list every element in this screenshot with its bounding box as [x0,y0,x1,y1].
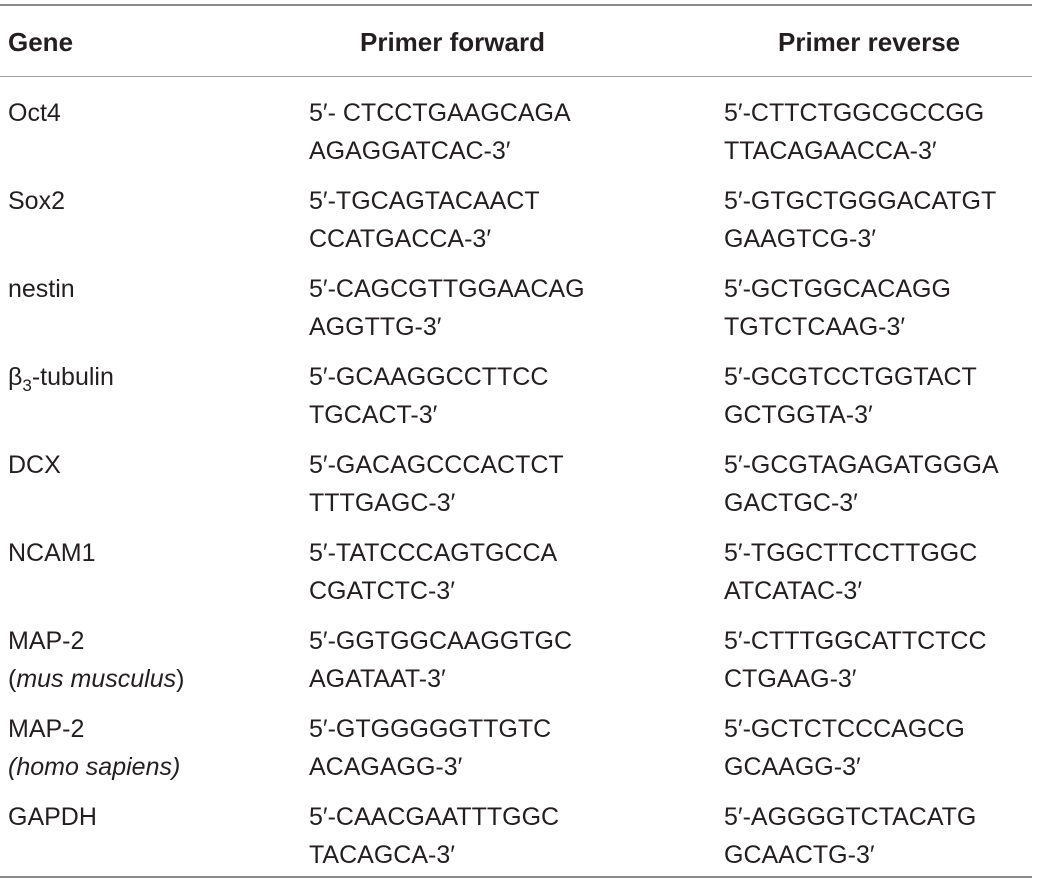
primer-reverse-cell: 5′-GCGTCCTGGTACT GCTGGTA-3′ [724,358,977,434]
primer-reverse-cell: 5′-CTTCTGGCGCCGG TTACAGAACCA-3′ [724,94,984,170]
table-row: Oct4 5′- CTCCTGAAGCAGA AGAGGATCAC-3′ 5′-… [0,94,1032,182]
primer-reverse-cell: 5′-GCTGGCACAGG TGTCTCAAG-3′ [724,270,951,346]
primer-reverse-line1: 5′-GCGTCCTGGTACT [724,363,977,391]
primer-forward-line1: 5′-TATCCCAGTGCCA [309,539,558,567]
primer-forward-cell: 5′-GACAGCCCACTCT TTTGAGC-3′ [309,446,564,522]
primer-forward-line1: 5′-CAACGAATTTGGC [309,803,560,831]
primer-forward-cell: 5′-GCAAGGCCTTCC TGCACT-3′ [309,358,548,434]
table-row: MAP-2 (mus musculus) 5′-GGTGGCAAGGTGC AG… [0,622,1032,710]
primer-forward-cell: 5′-TGCAGTACAACT CCATGACCA-3′ [309,182,540,258]
header-gene: Gene [8,27,74,57]
gene-name-prefix: β [8,363,23,391]
table-row: NCAM1 5′-TATCCCAGTGCCA CGATCTC-3′ 5′-TGG… [0,534,1032,622]
primer-forward-line1: 5′-TGCAGTACAACT [309,187,540,215]
gene-cell: MAP-2 (mus musculus) [8,622,184,698]
primer-reverse-line1: 5′-CTTTGGCATTCTCC [724,627,987,655]
primer-forward-cell: 5′-GGTGGCAAGGTGC AGATAAT-3′ [309,622,572,698]
primer-reverse-line1: 5′-GTGCTGGGACATGT [724,187,997,215]
table-row: nestin 5′-CAGCGTTGGAACAG AGGTTG-3′ 5′-GC… [0,270,1032,358]
primer-forward-line1: 5′-GGTGGCAAGGTGC [309,627,573,655]
gene-species: (mus musculus) [8,660,184,698]
primer-reverse-line2: ATCATAC-3′ [724,577,863,605]
gene-cell: β3-tubulin [8,358,114,399]
primer-reverse-line1: 5′-GCGTAGAGATGGGA [724,451,999,479]
gene-name: Oct4 [8,99,61,127]
primer-reverse-line1: 5′-AGGGGTCTACATG [724,803,977,831]
gene-species-close: ) [176,665,185,693]
primer-forward-line1: 5′- CTCCTGAAGCAGA [309,99,571,127]
primer-forward-line2: CCATGACCA-3′ [309,225,492,253]
table-bottom-rule [0,876,1032,878]
primer-reverse-line2: CTGAAG-3′ [724,665,857,693]
primer-reverse-line1: 5′-GCTGGCACAGG [724,275,951,303]
gene-name: MAP-2 [8,715,85,743]
primer-reverse-cell: 5′-GTGCTGGGACATGT GAAGTCG-3′ [724,182,996,258]
primer-forward-cell: 5′-CAGCGTTGGAACAG AGGTTG-3′ [309,270,585,346]
gene-name: β3-tubulin [8,358,114,399]
gene-name: NCAM1 [8,539,96,567]
gene-cell: NCAM1 [8,534,96,572]
header-primer-reverse: Primer reverse [778,27,961,57]
primer-reverse-line2: GCTGGTA-3′ [724,401,873,429]
table-row: Sox2 5′-TGCAGTACAACT CCATGACCA-3′ 5′-GTG… [0,182,1032,270]
gene-name: nestin [8,275,75,303]
gene-name: GAPDH [8,803,97,831]
primer-reverse-line2: GCAACTG-3′ [724,841,875,869]
primer-forward-line1: 5′-GCAAGGCCTTCC [309,363,549,391]
primer-forward-cell: 5′-GTGGGGGTTGTC ACAGAGG-3′ [309,710,551,786]
primer-reverse-line2: TTACAGAACCA-3′ [724,137,937,165]
primer-forward-line2: AGATAAT-3′ [309,665,446,693]
header-primer-forward: Primer forward [360,27,545,57]
table-body: Oct4 5′- CTCCTGAAGCAGA AGAGGATCAC-3′ 5′-… [0,94,1032,886]
primer-reverse-line1: 5′-TGGCTTCCTTGGC [724,539,978,567]
primer-reverse-cell: 5′-TGGCTTCCTTGGC ATCATAC-3′ [724,534,977,610]
primer-forward-line2: TTTGAGC-3′ [309,489,456,517]
primer-forward-cell: 5′-CAACGAATTTGGC TACAGCA-3′ [309,798,559,874]
table-row: MAP-2 (homo sapiens) 5′-GTGGGGGTTGTC ACA… [0,710,1032,798]
gene-name: MAP-2 [8,627,85,655]
table-row: GAPDH 5′-CAACGAATTTGGC TACAGCA-3′ 5′-AGG… [0,798,1032,886]
primer-reverse-cell: 5′-CTTTGGCATTCTCC CTGAAG-3′ [724,622,987,698]
gene-name-suffix: -tubulin [31,363,114,391]
primer-forward-cell: 5′-TATCCCAGTGCCA CGATCTC-3′ [309,534,557,610]
primer-forward-cell: 5′- CTCCTGAAGCAGA AGAGGATCAC-3′ [309,94,571,170]
table-row: DCX 5′-GACAGCCCACTCT TTTGAGC-3′ 5′-GCGTA… [0,446,1032,534]
primer-reverse-line2: TGTCTCAAG-3′ [724,313,906,341]
primer-reverse-cell: 5′-GCGTAGAGATGGGA GACTGC-3′ [724,446,999,522]
primer-forward-line2: CGATCTC-3′ [309,577,455,605]
primer-reverse-line2: GCAAGG-3′ [724,753,861,781]
table-row: β3-tubulin 5′-GCAAGGCCTTCC TGCACT-3′ 5′-… [0,358,1032,446]
primer-forward-line1: 5′-GTGGGGGTTGTC [309,715,552,743]
table-header-rule [0,76,1032,77]
gene-species-open: ( [8,665,17,693]
gene-species-name: mus musculus [16,665,177,693]
primer-reverse-line2: GACTGC-3′ [724,489,858,517]
primer-reverse-line2: GAAGTCG-3′ [724,225,876,253]
gene-cell: MAP-2 (homo sapiens) [8,710,180,786]
gene-cell: nestin [8,270,75,308]
gene-cell: GAPDH [8,798,97,836]
gene-cell: Sox2 [8,182,65,220]
primer-forward-line2: AGAGGATCAC-3′ [309,137,511,165]
primer-forward-line2: AGGTTG-3′ [309,313,442,341]
gene-cell: Oct4 [8,94,61,132]
primer-reverse-line1: 5′-GCTCTCCCAGCG [724,715,965,743]
primer-reverse-cell: 5′-GCTCTCCCAGCG GCAAGG-3′ [724,710,965,786]
primer-forward-line1: 5′-CAGCGTTGGAACAG [309,275,585,303]
primer-forward-line2: ACAGAGG-3′ [309,753,463,781]
primer-reverse-cell: 5′-AGGGGTCTACATG GCAACTG-3′ [724,798,976,874]
primer-forward-line2: TGCACT-3′ [309,401,438,429]
gene-cell: DCX [8,446,61,484]
primer-forward-line1: 5′-GACAGCCCACTCT [309,451,564,479]
primer-reverse-line1: 5′-CTTCTGGCGCCGG [724,99,985,127]
table-header-row: Gene Primer forward Primer reverse [0,6,1032,76]
gene-species: (homo sapiens) [8,753,181,781]
gene-name: Sox2 [8,187,65,215]
gene-name-subscript: 3 [22,376,32,395]
primer-forward-line2: TACAGCA-3′ [309,841,455,869]
gene-name: DCX [8,451,61,479]
table-top-rule [0,4,1032,6]
